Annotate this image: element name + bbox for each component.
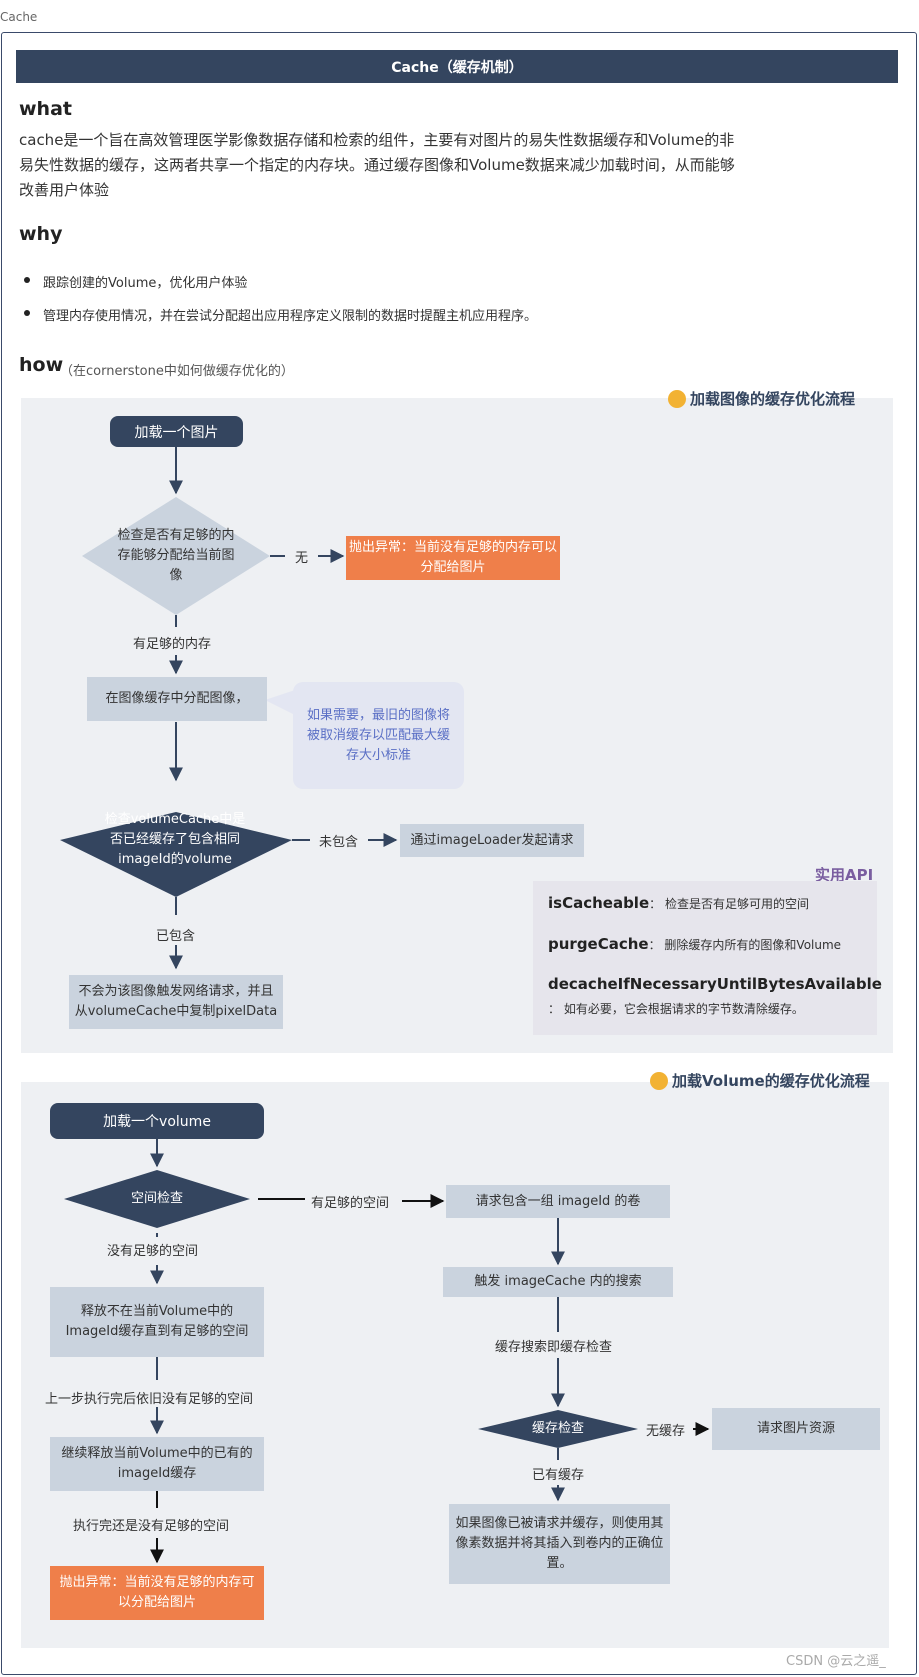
what-heading: what	[19, 98, 72, 120]
why-item-1: 跟踪创建的Volume，优化用户体验	[43, 276, 248, 291]
eviction-note: 如果需要，最旧的图像将被取消缓存以匹配最大缓存大小标准	[293, 682, 464, 789]
release-cache-box: 释放不在当前Volume中的ImageId缓存直到有足够的空间	[50, 1287, 264, 1357]
check-volume-text: 检查volumeCache中是否已经缓存了包含相同imageId的volume	[104, 812, 246, 867]
copy-pixeldata-box: 不会为该图像触发网络请求，并且从volumeCache中复制pixelData	[69, 975, 283, 1029]
what-paragraph: cache是一个旨在高效管理医学影像数据存储和检索的组件，主要有对图片的易失性数…	[19, 128, 889, 203]
how-subtitle: （在cornerstone中如何做缓存优化的）	[60, 364, 294, 379]
search-label: 缓存搜索即缓存检查	[492, 1336, 616, 1355]
api-box	[533, 881, 877, 1035]
note-pointer	[265, 690, 295, 715]
allocate-image-box: 在图像缓存中分配图像，	[87, 677, 267, 721]
check-volume-diamond	[60, 812, 292, 897]
check-memory-text: 检查是否有足够的内存能够分配给当前图像	[117, 528, 235, 583]
start-load-volume: 加载一个volume	[50, 1103, 264, 1139]
request-volume-box: 请求包含一组 imageId 的卷	[446, 1185, 670, 1218]
no-cache-label: 无缓存	[643, 1420, 689, 1439]
image-flow-title: 加载图像的缓存优化流程	[668, 388, 855, 409]
api-item-name: decacheIfNecessaryUntilBytesAvailable	[548, 975, 882, 993]
volume-error-box: 抛出异常：当前没有足够的内存可以分配给图片	[50, 1566, 264, 1620]
bullet-dot	[24, 310, 30, 316]
use-cached-box: 如果图像已被请求并缓存，则使用其像素数据并将其插入到卷内的正确位置。	[449, 1504, 670, 1584]
api-item-desc: ： 如有必要，它会根据请求的字节数清除缓存。	[548, 1002, 804, 1016]
after-release-label: 执行完还是没有足够的空间	[70, 1515, 233, 1534]
image-loader-request-box: 通过imageLoader发起请求	[400, 824, 584, 857]
cache-check-text: 缓存检查	[531, 1421, 584, 1436]
start-load-image: 加载一个图片	[110, 416, 243, 447]
request-image-resource-box: 请求图片资源	[712, 1408, 880, 1450]
what-line-2: 易失性数据的缓存，这两者共享一个指定的内存块。通过缓存图像和Volume数据来减…	[19, 156, 735, 174]
api-title: 实用API	[815, 866, 874, 884]
cache-check-diamond	[478, 1410, 638, 1448]
what-line-3: 改善用户体验	[19, 181, 110, 199]
not-contained-label: 未包含	[316, 831, 362, 850]
api-item: purgeCache： 删除缓存内所有的图像和Volume	[548, 935, 842, 953]
watermark: CSDN @云之遥_	[786, 1654, 886, 1669]
api-item: isCacheable： 检查是否有足够可用的空间	[548, 894, 809, 912]
no-memory-label: 无	[292, 547, 312, 566]
how-heading: how	[19, 354, 64, 376]
no-space-label: 没有足够的空间	[104, 1240, 202, 1259]
cached-label: 已有缓存	[529, 1464, 588, 1483]
space-check-diamond	[64, 1170, 250, 1228]
what-line-1: cache是一个旨在高效管理医学影像数据存储和检索的组件，主要有对图片的易失性数…	[19, 131, 735, 149]
thinking-face-icon	[650, 1071, 668, 1090]
enough-space-label: 有足够的空间	[308, 1192, 393, 1211]
memory-error-box: 抛出异常：当前没有足够的内存可以分配给图片	[346, 536, 560, 580]
why-heading: why	[19, 223, 63, 245]
space-check-text: 空间检查	[130, 1191, 183, 1206]
trigger-search-box: 触发 imageCache 内的搜索	[443, 1267, 673, 1297]
continue-release-box: 继续释放当前Volume中的已有的imageId缓存	[50, 1437, 264, 1491]
contained-label: 已包含	[153, 925, 199, 944]
window-tab[interactable]: Cache	[0, 10, 38, 24]
content-frame	[1, 32, 917, 1675]
enough-memory-label: 有足够的内存	[130, 633, 215, 652]
still-no-space-label: 上一步执行完后依旧没有足够的空间	[42, 1388, 257, 1407]
check-memory-diamond	[82, 497, 270, 615]
volume-flow-title: 加载Volume的缓存优化流程	[650, 1070, 870, 1091]
thinking-face-icon	[668, 389, 686, 408]
page-title: Cache（缓存机制）	[16, 50, 898, 83]
why-item-2: 管理内存使用情况，并在尝试分配超出应用程序定义限制的数据时提醒主机应用程序。	[43, 309, 538, 324]
bullet-dot	[24, 277, 30, 283]
